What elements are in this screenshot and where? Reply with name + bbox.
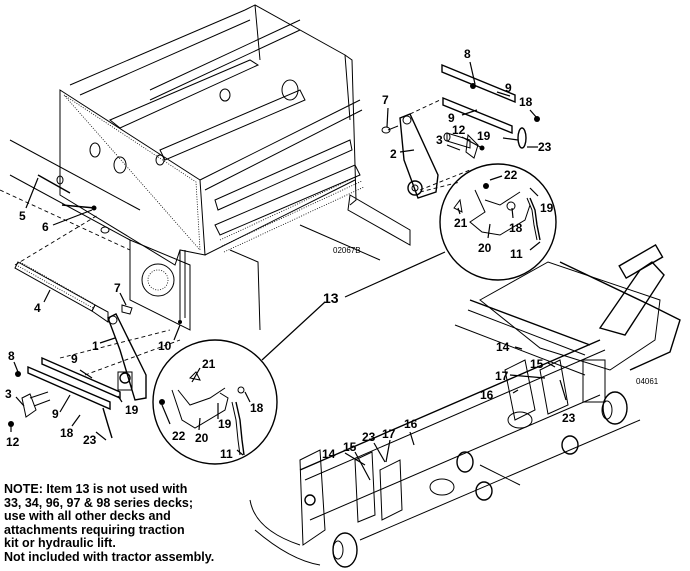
callout-23: 23 (562, 411, 576, 425)
callout-22: 22 (504, 168, 518, 182)
callout-18: 18 (250, 401, 264, 415)
callout-21: 21 (454, 216, 468, 230)
callout-16: 16 (480, 388, 494, 402)
callout-8: 8 (464, 47, 471, 61)
callout-labels: 8 9 9 18 7 12 19 23 3 2 22 19 21 18 20 1… (5, 47, 576, 461)
detail-circle-lower (152, 339, 278, 465)
note-line: attachments requiring traction (4, 522, 185, 537)
callout-8: 8 (8, 349, 15, 363)
callout-14: 14 (496, 340, 510, 354)
callout-16: 16 (404, 417, 418, 431)
figure-id-frame: 02067B (333, 246, 361, 255)
callout-20: 20 (478, 241, 492, 255)
callout-19: 19 (125, 403, 139, 417)
callout-9: 9 (52, 407, 59, 421)
callout-14: 14 (322, 447, 336, 461)
callout-11: 11 (220, 447, 233, 461)
note-text-block: NOTE: Item 13 is not used with 33, 34, 9… (4, 482, 254, 565)
callout-18: 18 (519, 95, 533, 109)
callout-10: 10 (158, 339, 172, 353)
callout-3: 3 (436, 133, 443, 147)
tractor-frame (0, 4, 411, 331)
callout-9: 9 (448, 111, 455, 125)
callout-18: 18 (509, 221, 523, 235)
callout-13-leader-lower (261, 301, 326, 361)
callout-15: 15 (530, 357, 544, 371)
callout-20: 20 (195, 431, 209, 445)
callout-18: 18 (60, 426, 74, 440)
callout-4: 4 (34, 301, 41, 315)
callout-7: 7 (382, 93, 389, 107)
callout-23: 23 (83, 433, 97, 447)
callout-2: 2 (390, 147, 397, 161)
callout-19: 19 (540, 201, 554, 215)
right-lift-linkage (381, 63, 540, 199)
callout-12: 12 (6, 435, 20, 449)
callout-23: 23 (538, 140, 552, 154)
note-line: Not included with tractor assembly. (4, 549, 215, 564)
callout-12: 12 (452, 123, 466, 137)
callout-13: 13 (323, 290, 339, 306)
callout-9: 9 (71, 352, 78, 366)
callout-7: 7 (114, 281, 121, 295)
mower-deck-assembly (249, 243, 681, 568)
note-line: use with all other decks and (4, 509, 171, 524)
callout-19: 19 (477, 129, 491, 143)
callout-9: 9 (505, 81, 512, 95)
callout-11: 11 (510, 247, 523, 261)
note-line: NOTE: Item 13 is not used with (4, 482, 188, 496)
callout-13-leader-upper (344, 251, 446, 298)
callout-3: 3 (5, 387, 12, 401)
callout-21: 21 (202, 357, 216, 371)
note-line: kit or hydraulic lift. (4, 536, 116, 551)
callout-19: 19 (218, 417, 232, 431)
note-line: 33, 34, 96, 97 & 98 series decks; (4, 495, 194, 510)
callout-22: 22 (172, 429, 186, 443)
detail-circle-upper (419, 163, 557, 281)
callout-17: 17 (495, 369, 509, 383)
figure-id-deck: 04061 (636, 377, 659, 386)
callout-5: 5 (19, 209, 26, 223)
callout-17: 17 (382, 427, 396, 441)
callout-1: 1 (92, 339, 99, 353)
callout-6: 6 (42, 220, 49, 234)
callout-15: 15 (343, 440, 357, 454)
callout-leaders (10, 61, 567, 481)
left-lift-linkage (8, 174, 182, 439)
callout-23: 23 (362, 430, 376, 444)
